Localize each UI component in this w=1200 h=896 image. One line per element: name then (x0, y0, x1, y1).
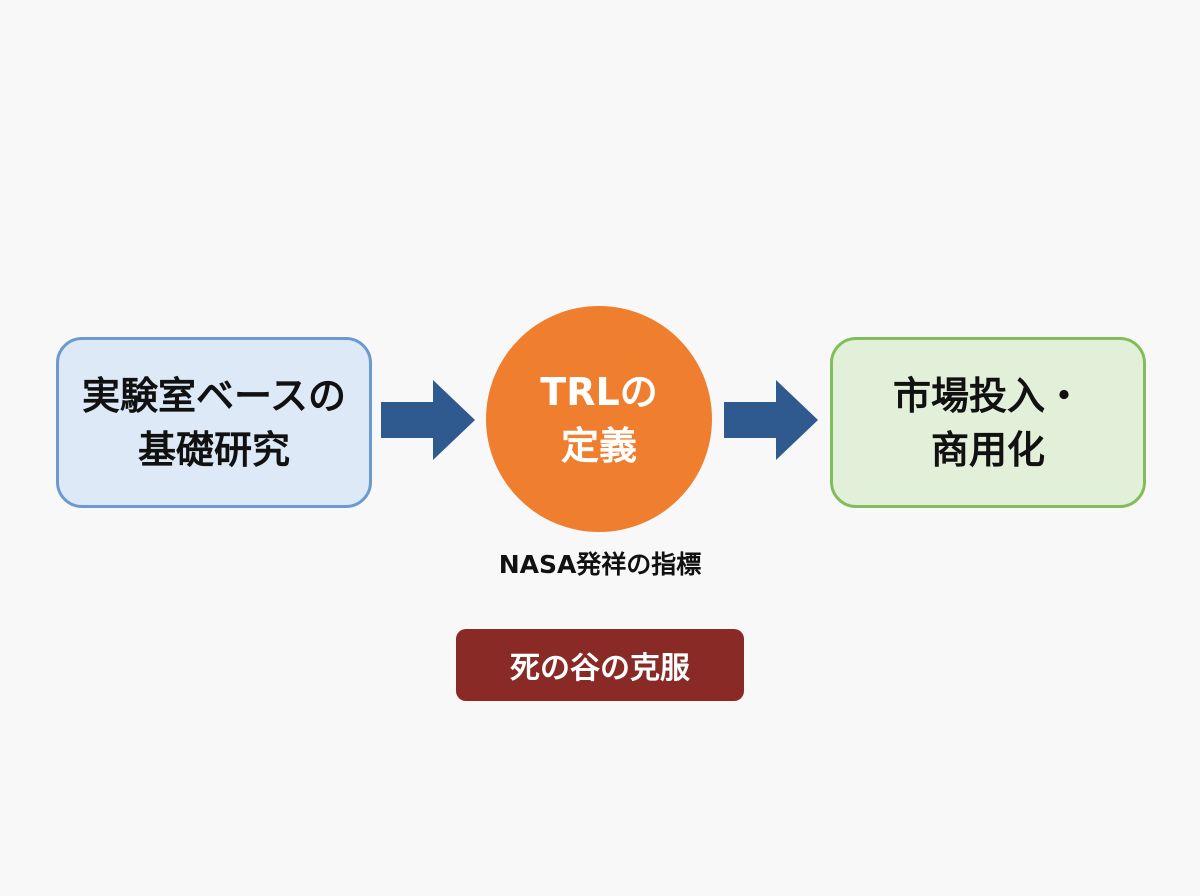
trl-definition-circle: TRLの 定義 (486, 306, 712, 532)
commercialization-line-2: 商用化 (930, 427, 1045, 472)
nasa-origin-caption: NASA発祥の指標 (498, 550, 702, 579)
right-arrow-icon (381, 380, 475, 460)
trl-definition-line-2: 定義 (560, 424, 637, 468)
valley-of-death-label: 死の谷の克服 (510, 651, 690, 686)
right-arrow-icon (724, 380, 818, 460)
basic-research-line-1: 実験室ベースの (81, 373, 347, 418)
basic-research-box: 実験室ベースの 基礎研究 (56, 337, 372, 508)
valley-of-death-badge: 死の谷の克服 (456, 629, 744, 701)
commercialization-box: 市場投入・ 商用化 (830, 337, 1146, 508)
basic-research-line-2: 基礎研究 (137, 427, 290, 472)
trl-definition-line-1: TRLの (540, 370, 658, 414)
commercialization-line-1: 市場投入・ (892, 373, 1083, 418)
